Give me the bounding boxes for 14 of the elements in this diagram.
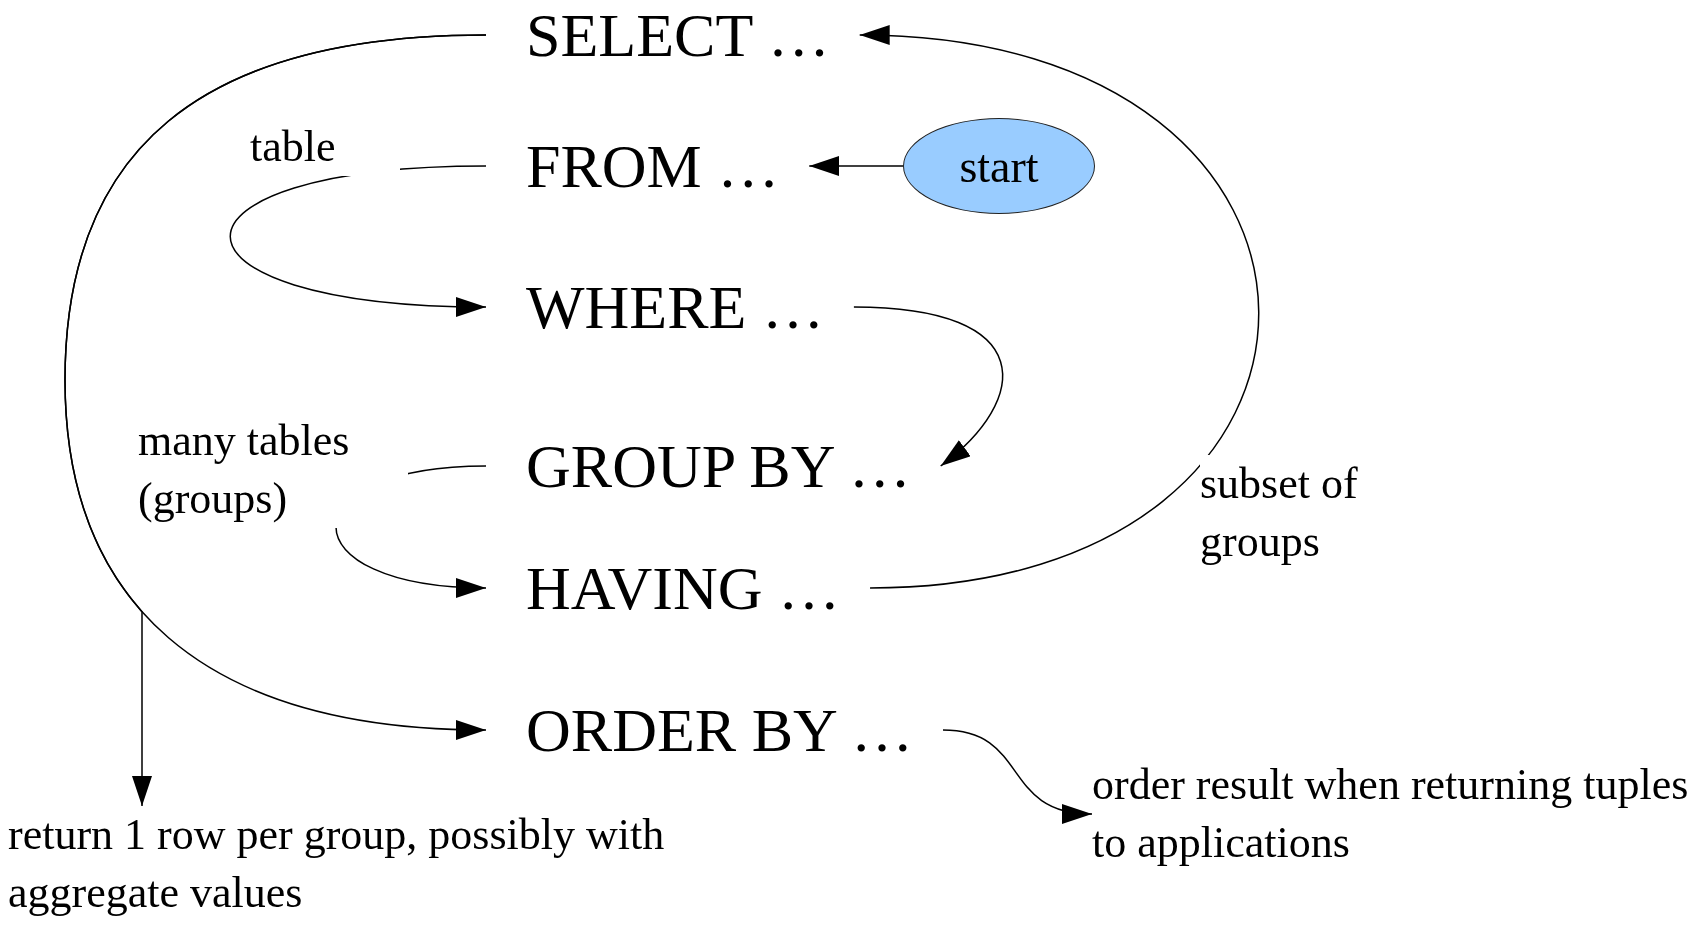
- sql-clause: SELECT …: [486, 4, 860, 66]
- arrow: [808, 156, 904, 176]
- sql-clause: ORDER BY …: [486, 699, 943, 761]
- sql-clause: FROM …: [486, 135, 810, 197]
- start-ellipse: start: [903, 118, 1095, 214]
- note-text: order result when returning tuples to applications: [1092, 756, 1704, 872]
- sql-clause: HAVING …: [486, 557, 871, 619]
- arrow: [853, 306, 1004, 467]
- sql-clause: WHERE …: [486, 276, 854, 338]
- arrow: [942, 729, 1093, 822]
- arrow: [229, 165, 487, 316]
- note-text: return 1 row per group, possibly with aggregate values: [8, 806, 708, 922]
- sql-clause: GROUP BY …: [486, 435, 941, 497]
- arrow: [858, 27, 1260, 589]
